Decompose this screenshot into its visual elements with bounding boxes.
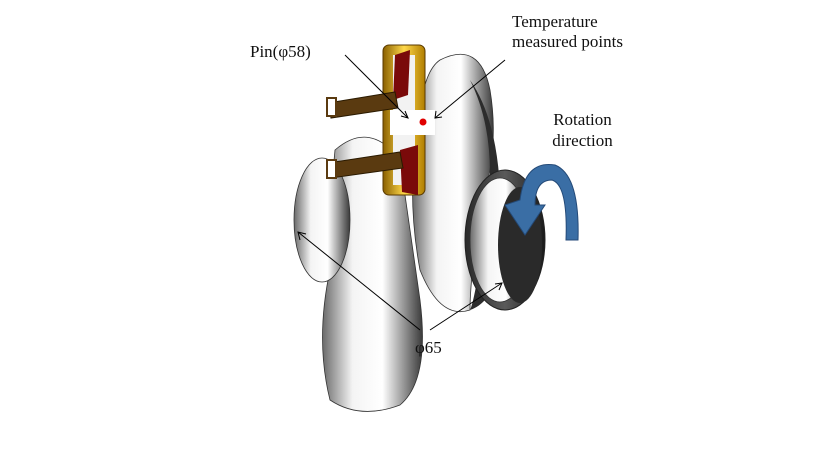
leader-lines — [297, 54, 506, 331]
temperature-label-line2: measured points — [512, 32, 623, 51]
left-journal — [293, 157, 351, 283]
rotation-label-line1: Rotation — [553, 110, 612, 129]
temperature-label-line1: Temperature — [512, 12, 598, 31]
journal-diameter-label: φ65 — [415, 338, 442, 357]
pin-label: Pin(φ58) — [250, 42, 311, 61]
rotation-label-line2: direction — [552, 131, 613, 150]
temperature-point — [419, 118, 427, 126]
rotation-arrow-icon — [504, 163, 579, 241]
pin-measure-area — [390, 110, 435, 135]
